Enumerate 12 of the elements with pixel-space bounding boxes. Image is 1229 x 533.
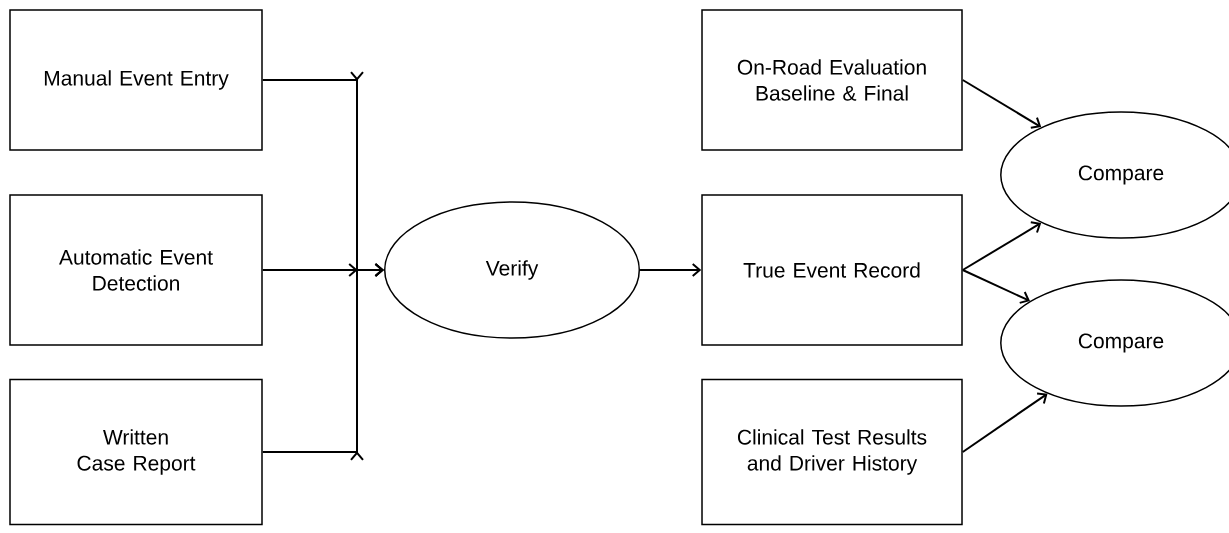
arrow (961, 79, 1042, 129)
process-box: Automatic Event Detection (9, 194, 263, 346)
process-box: Manual Event Entry (9, 9, 263, 151)
process-box: True Event Record (701, 194, 963, 346)
arrow (961, 392, 1048, 453)
arrow (261, 263, 384, 461)
process-box: Written Case Report (9, 378, 263, 526)
arrow (961, 269, 1030, 304)
process-box: On-Road Evaluation Baseline & Final (701, 9, 963, 151)
arrow (639, 263, 702, 277)
process-box: Clinical Test Results and Driver History (701, 378, 963, 526)
arrow (961, 221, 1042, 271)
